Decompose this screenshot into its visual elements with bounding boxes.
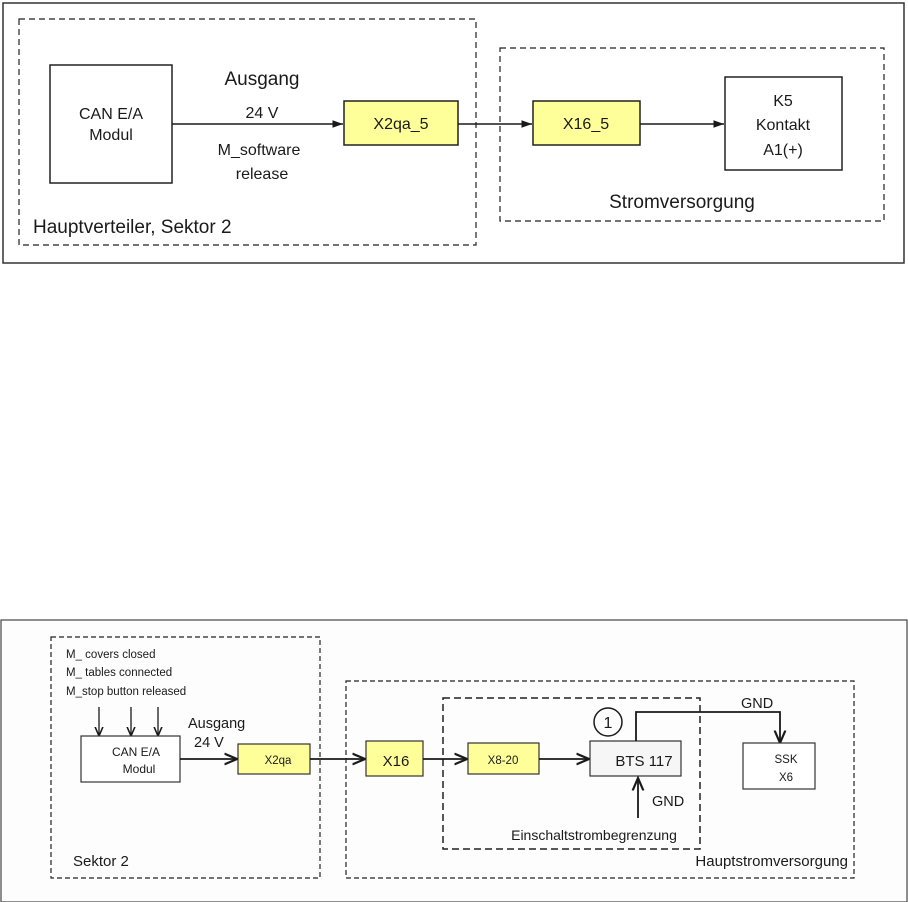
can-module-2-label-line1: CAN E/A: [112, 745, 160, 759]
group-sektor-2-label: Sektor 2: [73, 853, 129, 870]
diagram-1: Hauptverteiler, Sektor 2 Stromversorgung…: [3, 3, 904, 263]
connector-x16-label: X16: [383, 753, 410, 770]
k5-label-line3: A1(+): [763, 142, 803, 159]
can-module-2-label-line2: Modul: [123, 762, 156, 776]
connector-x16-5-label: X16_5: [563, 116, 609, 133]
connector-x2qa-label: X2qa: [265, 755, 292, 767]
k5-label-line2: Kontakt: [756, 117, 811, 134]
edge-signal-label-line2: release: [236, 166, 289, 183]
input-signal-stop-button: M_stop button released: [66, 686, 186, 698]
connector-x8-20-label: X8-20: [488, 755, 519, 767]
ssk-label-line2: X6: [779, 772, 793, 784]
connector-x2qa5-label: X2qa_5: [373, 116, 428, 133]
can-module-label-line1: CAN E/A: [79, 106, 143, 123]
edge-output-label-2-line2: 24 V: [194, 735, 224, 751]
edge-output-label-line1: Ausgang: [224, 69, 299, 90]
k5-label-line1: K5: [773, 93, 793, 110]
annotation-marker-number: 1: [604, 715, 613, 732]
group-hauptstromversorgung-label: Hauptstromversorgung: [695, 853, 848, 870]
input-signal-covers: M_ covers closed: [66, 649, 155, 661]
group-einschaltstrombegrenzung-label: Einschaltstrombegrenzung: [511, 827, 677, 843]
edge-output-label-line2: 24 V: [246, 105, 279, 122]
group-stromversorgung-label: Stromversorgung: [609, 192, 755, 213]
bts117-label: BTS 117: [615, 753, 672, 770]
gnd-top-label: GND: [741, 696, 773, 712]
can-module-block: [50, 65, 172, 183]
edge-output-label-2-line1: Ausgang: [188, 716, 245, 732]
input-signal-tables: M_ tables connected: [66, 667, 172, 679]
gnd-bottom-label: GND: [652, 794, 684, 810]
edge-signal-label-line1: M_software: [218, 142, 301, 159]
group-hauptverteiler-label: Hauptverteiler, Sektor 2: [33, 217, 232, 238]
ssk-label-line1: SSK: [774, 754, 797, 766]
can-module-label-line2: Modul: [89, 127, 133, 144]
diagram-2: Sektor 2 Hauptstromversorgung Einschalts…: [1, 620, 907, 902]
